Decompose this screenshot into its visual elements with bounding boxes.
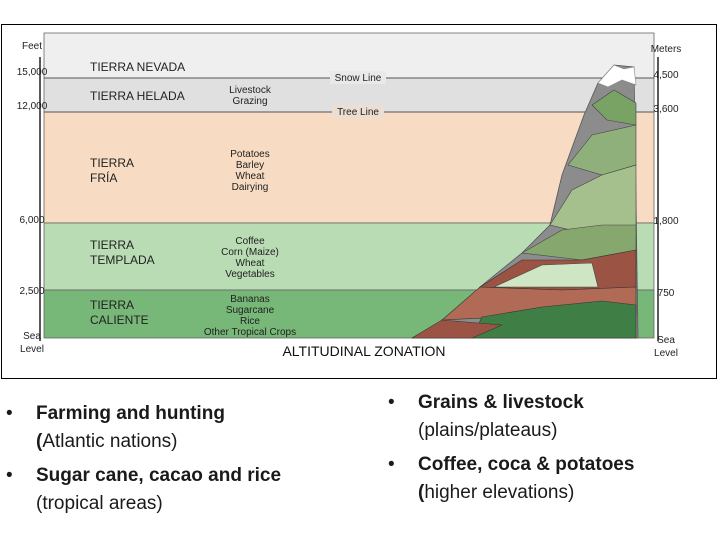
bullet-dot: • bbox=[388, 392, 395, 413]
crop-caliente-2: Rice bbox=[240, 316, 260, 327]
bullet-main-text: Farming and hunting bbox=[36, 403, 225, 424]
crop-fria-3: Dairying bbox=[232, 182, 269, 193]
left-tick-12000: 12,000 bbox=[17, 101, 48, 112]
mountain-illustration bbox=[410, 64, 639, 339]
zone-name-fria-1: TIERRA bbox=[90, 156, 134, 170]
zone-band-nevada bbox=[43, 32, 655, 79]
right-tick-1800: 1,800 bbox=[653, 216, 678, 227]
right-tick-level: Level bbox=[654, 348, 678, 359]
crop-templada-2: Wheat bbox=[236, 258, 265, 269]
bullet-sub-text: (higher elevations) bbox=[418, 482, 575, 503]
bullet-sub-text: (Atlantic nations) bbox=[36, 431, 178, 452]
left-tick-15000: 15,000 bbox=[17, 67, 48, 78]
right-axis-unit: Meters bbox=[651, 44, 682, 55]
crop-helada-0: Livestock bbox=[229, 85, 272, 96]
altitudinal-zonation-diagram: Snow Line Tree Line Feet 15,000 12,000 6… bbox=[17, 32, 682, 359]
zone-name-helada: TIERRA HELADA bbox=[90, 89, 185, 103]
zone-name-templada-1: TIERRA bbox=[90, 238, 134, 252]
right-tick-3600: 3,600 bbox=[653, 104, 678, 115]
tree-line-label: Tree Line bbox=[337, 107, 379, 118]
crop-templada-0: Coffee bbox=[235, 236, 265, 247]
left-tick-6000: 6,000 bbox=[19, 215, 44, 226]
zone-name-templada-2: TEMPLADA bbox=[90, 253, 155, 267]
zone-name-nevada: TIERRA NEVADA bbox=[90, 60, 185, 74]
crop-templada-3: Vegetables bbox=[225, 269, 275, 280]
bullet-item: • Sugar cane, cacao and rice (tropical a… bbox=[2, 462, 342, 518]
zone-name-caliente-2: CALIENTE bbox=[90, 313, 149, 327]
crop-helada-1: Grazing bbox=[232, 96, 267, 107]
bullet-sub-text: (plains/plateaus) bbox=[418, 420, 558, 441]
bullet-main-text: Coffee, coca & potatoes bbox=[418, 454, 635, 475]
diagram-title: ALTITUDINAL ZONATION bbox=[282, 343, 445, 359]
bullet-dot: • bbox=[6, 403, 13, 424]
crop-caliente-1: Sugarcane bbox=[226, 305, 275, 316]
right-tick-4500: 4,500 bbox=[653, 70, 678, 81]
crop-caliente-3: Other Tropical Crops bbox=[204, 327, 296, 338]
crop-fria-1: Barley bbox=[236, 160, 264, 171]
zone-name-fria-2: FRÍA bbox=[90, 170, 117, 185]
right-tick-750: 750 bbox=[658, 288, 675, 299]
left-tick-sea: Sea bbox=[23, 331, 41, 342]
left-tick-level: Level bbox=[20, 344, 44, 355]
bullet-item: • Grains & livestock (plains/plateaus) bbox=[384, 389, 714, 445]
bullet-sub-text: (tropical areas) bbox=[36, 493, 163, 514]
bullet-main-text: Grains & livestock bbox=[418, 392, 584, 413]
left-axis-unit: Feet bbox=[22, 41, 42, 52]
crop-caliente-0: Bananas bbox=[230, 294, 269, 305]
crop-fria-0: Potatoes bbox=[230, 149, 269, 160]
bullet-list-left: • Farming and hunting (Atlantic nations)… bbox=[2, 400, 342, 524]
snow-line-label: Snow Line bbox=[335, 73, 382, 84]
bullet-list-right: • Grains & livestock (plains/plateaus) •… bbox=[384, 389, 714, 513]
figure-frame: Snow Line Tree Line Feet 15,000 12,000 6… bbox=[1, 24, 717, 379]
right-tick-sea: Sea bbox=[657, 335, 675, 346]
bullet-item: • Coffee, coca & potatoes (higher elevat… bbox=[384, 451, 714, 507]
zone-name-caliente-1: TIERRA bbox=[90, 298, 134, 312]
bullet-dot: • bbox=[388, 454, 395, 475]
bullet-item: • Farming and hunting (Atlantic nations) bbox=[2, 400, 342, 456]
bullet-dot: • bbox=[6, 465, 13, 486]
crop-templada-1: Corn (Maize) bbox=[221, 247, 279, 258]
left-tick-2500: 2,500 bbox=[19, 286, 44, 297]
bullet-main-text: Sugar cane, cacao and rice bbox=[36, 465, 282, 486]
crop-fria-2: Wheat bbox=[236, 171, 265, 182]
